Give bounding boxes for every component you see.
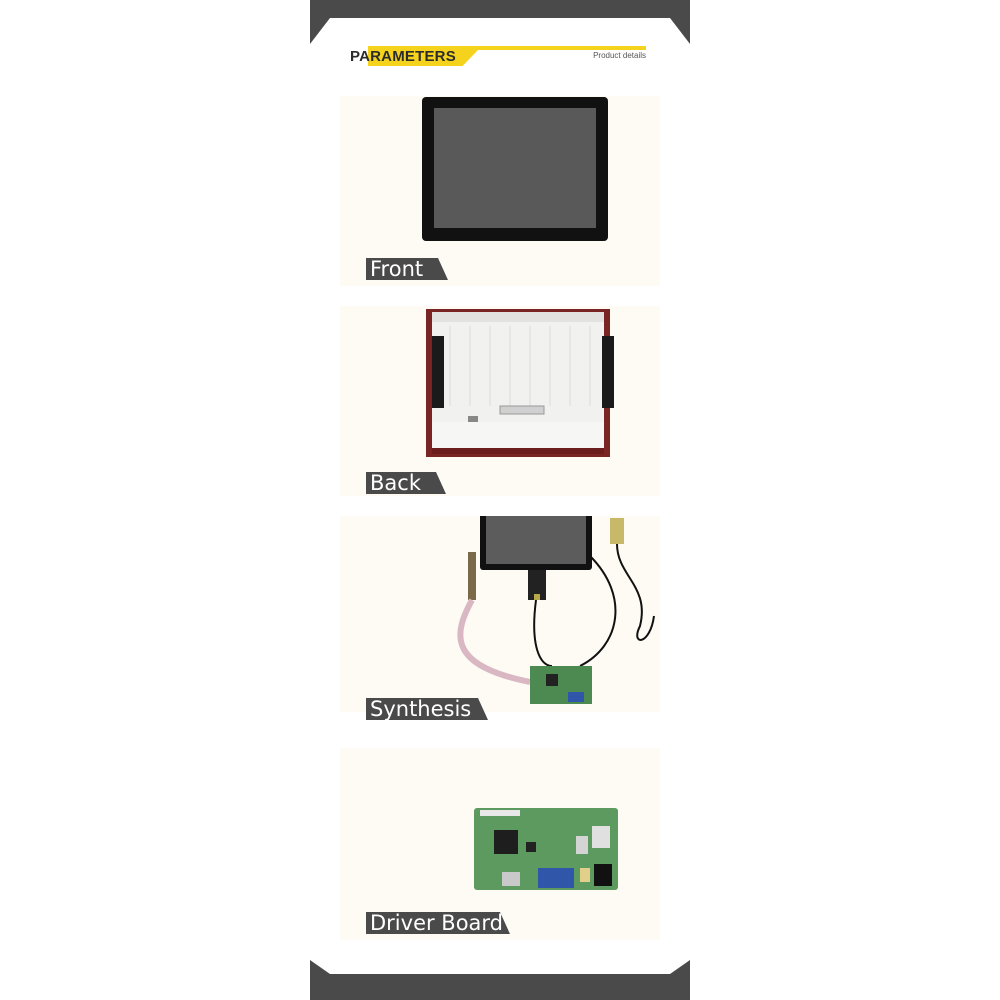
front-label-text: Front bbox=[370, 257, 424, 281]
driver-board-image bbox=[474, 808, 618, 890]
label-badge bbox=[366, 912, 510, 934]
back-label: Back bbox=[366, 471, 446, 495]
synthesis-panel: Synthesis bbox=[340, 516, 660, 720]
bottom-cap bbox=[310, 960, 690, 1000]
parameters-header: PARAMETERS Product details bbox=[350, 44, 646, 68]
back-label-text: Back bbox=[370, 471, 421, 495]
synthesis-label: Synthesis bbox=[366, 697, 488, 721]
header-accent-line bbox=[368, 46, 646, 50]
top-cap bbox=[310, 0, 690, 44]
header-accent-block bbox=[368, 50, 478, 66]
driver-board-panel: Driver Board bbox=[340, 748, 660, 940]
front-label: Front bbox=[366, 257, 448, 281]
label-badge bbox=[366, 258, 448, 280]
back-monitor-image bbox=[426, 309, 614, 457]
driver-board-label-text: Driver Board bbox=[370, 911, 504, 935]
synthesis-kit-image bbox=[457, 516, 655, 704]
product-detail-strip: PARAMETERS Product details Front bbox=[310, 0, 690, 1000]
label-badge bbox=[366, 698, 488, 720]
synthesis-label-text: Synthesis bbox=[370, 697, 472, 721]
front-monitor-image bbox=[422, 97, 608, 241]
header-title: PARAMETERS bbox=[350, 48, 456, 65]
back-panel: Back bbox=[340, 306, 660, 496]
label-badge bbox=[366, 472, 446, 494]
header-subtitle: Product details bbox=[593, 51, 646, 60]
driver-board-label: Driver Board bbox=[366, 911, 510, 935]
front-panel: Front bbox=[340, 96, 660, 286]
